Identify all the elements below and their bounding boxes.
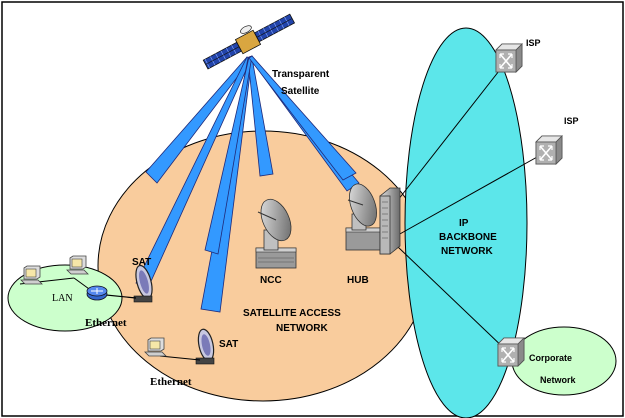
computer-icon (66, 255, 89, 275)
sat-left-label: SAT (132, 257, 151, 268)
router-icon (495, 43, 523, 73)
ip-backbone-label-line3: NETWORK (441, 246, 493, 257)
ip-backbone-ellipse (404, 27, 528, 418)
isp-top-label: ISP (526, 38, 541, 48)
ethernet-bottom-label: Ethernet (150, 376, 192, 388)
isp-mid-label: ISP (564, 116, 579, 126)
sat-terminal-bottom-icon (195, 328, 215, 365)
ip-backbone-label-line1: IP (459, 218, 469, 229)
router-icon (497, 337, 525, 367)
router-icon (535, 135, 563, 165)
lan-label: LAN (52, 293, 73, 304)
lan-router-icon (86, 285, 108, 301)
hub-server-icon (379, 187, 401, 255)
computer-icon (20, 265, 43, 285)
corporate-label-line1: Corporate (529, 353, 572, 363)
ethernet-left-label: Ethernet (85, 317, 127, 329)
access-network-label-line2: NETWORK (276, 323, 328, 334)
hub-dish-antenna-icon (345, 183, 383, 251)
link-hub-isp-top (397, 61, 507, 201)
computer-icon (144, 337, 167, 357)
ethernet-bottom-devices (144, 337, 201, 361)
corporate-label-line2: Network (540, 375, 577, 385)
sat-terminal-left-icon (133, 264, 153, 303)
ncc-dish-antenna-icon (255, 198, 297, 269)
beam-7 (248, 55, 357, 181)
sat-bottom-label: SAT (219, 339, 238, 350)
lan-devices (19, 255, 137, 301)
satellite-icon (202, 13, 296, 70)
access-network-label-line1: SATELLITE ACCESS (243, 308, 341, 319)
backbone-links (397, 61, 547, 353)
ncc-label: NCC (260, 275, 282, 286)
hub-label: HUB (347, 275, 369, 286)
link-hub-isp-mid (397, 151, 547, 236)
satellite-label-line2: Satellite (281, 86, 320, 97)
ip-backbone-label-line2: BACKBONE (439, 232, 497, 243)
link-hub-corporate (397, 246, 509, 353)
satellite-label-line1: Transparent (272, 69, 330, 80)
satellite-beams (135, 55, 360, 313)
